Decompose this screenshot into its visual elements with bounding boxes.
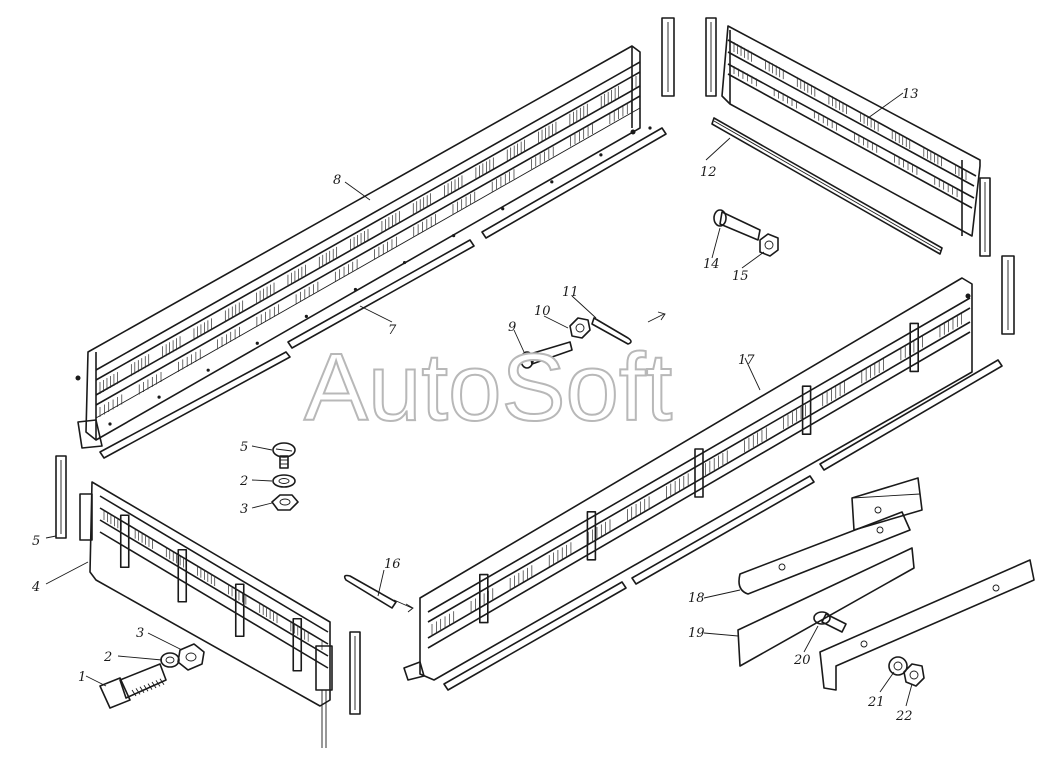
label-4: 4 xyxy=(31,580,40,595)
left-side-board xyxy=(75,45,641,449)
label-12: 12 xyxy=(700,165,717,180)
label-17: 17 xyxy=(738,353,755,368)
label-8: 8 xyxy=(333,173,341,188)
nut-3-lower xyxy=(177,643,205,671)
angle-bracket-top xyxy=(851,477,923,531)
label-13: 13 xyxy=(902,87,919,102)
cotter-pin-16 xyxy=(343,574,414,613)
washer-21 xyxy=(888,656,908,676)
bolt-1 xyxy=(99,663,167,709)
cotter-pin-11 xyxy=(591,311,666,345)
bracket-22-side xyxy=(819,559,1035,691)
screw-5 xyxy=(272,442,296,469)
watermark: AutoSoft xyxy=(304,334,672,441)
pin-9 xyxy=(520,341,573,369)
leader-lines xyxy=(45,92,913,707)
label-11: 11 xyxy=(562,285,579,300)
label-1: 1 xyxy=(78,670,86,685)
part-labels: 8 7 12 13 17 9 10 11 14 15 16 5 2 3 5 4 … xyxy=(31,87,919,724)
right-board-lower-rails xyxy=(443,359,1003,691)
hinge-strips xyxy=(55,455,361,715)
nut-3-upper xyxy=(271,494,299,511)
plate-19 xyxy=(737,547,915,667)
label-18: 18 xyxy=(688,591,705,606)
washer-2-lower xyxy=(160,652,180,668)
left-board-lower-rails xyxy=(99,126,667,459)
label-20: 20 xyxy=(793,653,811,668)
label-22: 22 xyxy=(895,709,913,724)
label-5-lower: 5 xyxy=(32,534,40,549)
label-3-lower: 3 xyxy=(136,626,144,641)
label-2-lower: 2 xyxy=(103,650,112,665)
label-14: 14 xyxy=(703,257,720,272)
nut-15 xyxy=(759,233,779,257)
washer-2-upper xyxy=(272,474,296,488)
label-5-upper: 5 xyxy=(240,440,248,455)
rear-tail-board xyxy=(79,481,333,748)
label-15: 15 xyxy=(732,269,749,284)
front-board-lower-rail xyxy=(711,117,943,255)
label-10: 10 xyxy=(534,304,551,319)
label-9: 9 xyxy=(508,320,516,335)
bolt-20 xyxy=(813,611,847,633)
label-3-upper: 3 xyxy=(240,502,248,517)
bracket-18 xyxy=(738,511,911,595)
pin-14 xyxy=(713,209,761,241)
nut-22 xyxy=(903,663,925,687)
front-board xyxy=(661,17,1015,335)
nut-10 xyxy=(569,317,591,339)
label-19: 19 xyxy=(688,626,705,641)
label-7: 7 xyxy=(388,323,397,338)
right-side-board xyxy=(403,277,973,681)
label-2-upper: 2 xyxy=(239,474,248,489)
label-16: 16 xyxy=(384,557,401,572)
label-21: 21 xyxy=(867,695,885,710)
